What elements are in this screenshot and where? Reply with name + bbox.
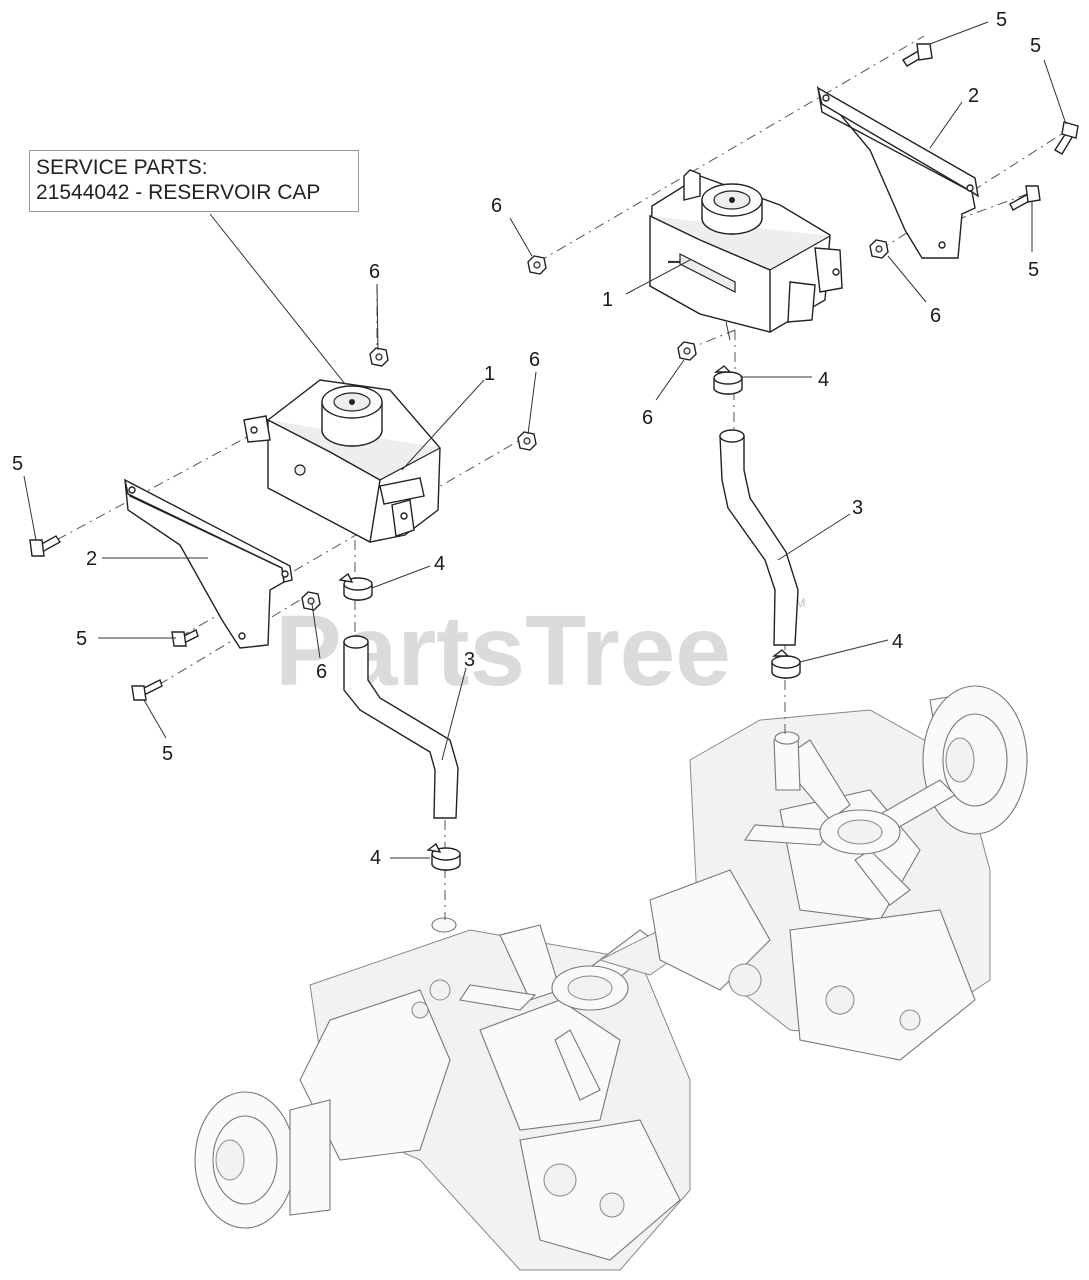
bracket-hole [822, 94, 830, 102]
service-parts-heading: SERVICE PARTS: [36, 156, 208, 179]
left-hose [343, 641, 459, 819]
callout-3: 3 [464, 649, 475, 671]
service-parts-box: SERVICE PARTS: 21544042 - RESERVOIR CAP [29, 150, 359, 212]
right-bolt-lower [1009, 185, 1041, 211]
callout-6: 6 [930, 305, 941, 327]
bracket-hole [281, 570, 289, 578]
bracket-hole [128, 486, 136, 494]
right-reservoir-cap [701, 183, 763, 235]
callout-4: 4 [818, 369, 829, 391]
callout-5: 5 [996, 9, 1007, 31]
left-bolt-lower [131, 679, 163, 701]
callout-2: 2 [86, 548, 97, 570]
right-nut-a [527, 255, 547, 275]
callout-6: 6 [369, 261, 380, 283]
left-nut-lower [301, 591, 321, 611]
right-hose-clamp-lower [771, 649, 801, 679]
left-bolt-middle [171, 629, 199, 647]
left-reservoir-tank [243, 379, 441, 544]
right-hose [719, 435, 799, 646]
right-bolt-side [1054, 121, 1079, 155]
callout-4: 4 [370, 847, 381, 869]
right-mounting-bracket [816, 85, 976, 259]
left-nut-top [369, 347, 389, 367]
right-transaxle-ghost [649, 685, 1028, 1061]
callout-6: 6 [316, 661, 327, 683]
callout-4: 4 [434, 553, 445, 575]
callout-2: 2 [968, 85, 979, 107]
callout-5: 5 [76, 628, 87, 650]
left-hose-clamp-lower [426, 842, 461, 871]
left-nut-side [517, 431, 537, 451]
callout-6: 6 [642, 407, 653, 429]
right-nut-b [869, 239, 889, 259]
callout-3: 3 [852, 497, 863, 519]
right-reservoir-tank: ▬▬ [649, 169, 843, 333]
bracket-hole [938, 241, 946, 249]
leader-lines [23, 21, 1067, 859]
callout-6: 6 [491, 195, 502, 217]
right-hose-clamp-upper [713, 365, 743, 395]
left-bolt-upper [29, 535, 62, 557]
reservoir-label: ▬▬ [668, 258, 682, 265]
left-reservoir-cap [321, 385, 383, 447]
service-parts-item: 21544042 - RESERVOIR CAP [36, 181, 321, 204]
callout-5: 5 [1030, 35, 1041, 57]
right-bolt-top [902, 43, 933, 67]
left-transaxle-ghost [194, 917, 702, 1271]
bracket-hole [238, 632, 246, 640]
right-nut-c [677, 341, 697, 361]
callout-5: 5 [162, 743, 173, 765]
callout-5: 5 [1028, 259, 1039, 281]
left-hose-clamp-upper [338, 572, 373, 601]
callout-labels: 5 5 2 6 1 5 6 6 4 3 4 6 6 1 5 2 4 5 6 3 … [12, 9, 1041, 869]
callout-6: 6 [529, 349, 540, 371]
bracket-hole [966, 184, 974, 192]
callout-4: 4 [892, 631, 903, 653]
callout-1: 1 [602, 289, 613, 311]
callout-5: 5 [12, 453, 23, 475]
callout-1: 1 [484, 363, 495, 385]
